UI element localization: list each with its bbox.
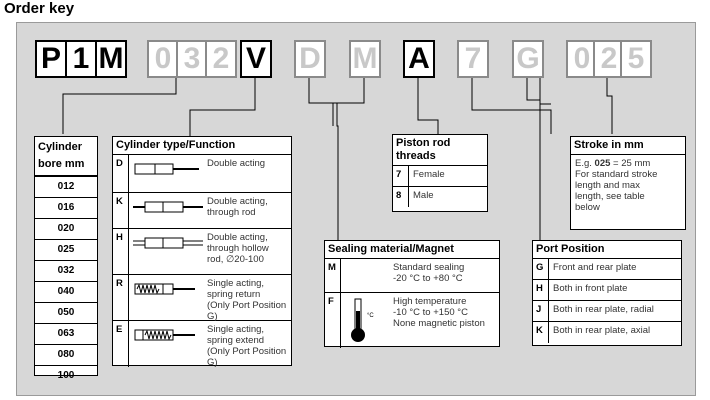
through-rod-cylinder-icon [133,201,203,213]
page-title: Order key [4,0,75,17]
code-char-box: P [35,40,67,78]
row-code: 7 [393,166,409,186]
row-desc: Single acting,spring return(Only Port Po… [207,278,287,322]
stroke-header: Stroke in mm [571,137,685,155]
row-code: J [533,301,549,321]
code-char-box: D [294,40,326,78]
row-desc: Both in rear plate, radial [553,304,654,315]
cylinder-type-header: Cylinder type/Function [113,137,291,155]
row-code: K [113,193,129,228]
stroke-box: Stroke in mm E.g. 025 = 25 mm For standa… [570,136,686,230]
row-code: 8 [393,187,409,207]
bore-size-cell: 080 [35,345,97,366]
bore-size-cell: 012 [35,177,97,198]
port-position-header: Port Position [533,241,681,259]
row-code: M [325,259,341,292]
spring-extend-cylinder-icon [134,329,195,341]
code-char-box: 2 [593,40,625,78]
bore-size-cell: 100 [57,370,75,381]
thermometer-unit: °C [367,313,374,319]
port-position-table: Port Position G Front and rear plate H B… [532,240,682,346]
row-desc: Single acting,spring extend(Only Port Po… [207,324,287,368]
row-desc: Front and rear plate [553,262,637,273]
row-code: K [533,322,549,343]
row-code: F [325,293,341,348]
sealing-row: M Standard sealing-20 °C to +80 °C [325,259,499,293]
code-char-box: 1 [65,40,97,78]
cylinder-type-row: D Double acting [113,155,291,193]
bore-size-cell: 032 [35,261,97,282]
hollow-rod-cylinder-icon [133,237,203,249]
piston-rod-row: 7 Female [393,166,487,187]
bore-size-cell: 040 [35,282,97,303]
cylinder-type-row: K Double acting,through rod [113,193,291,229]
port-position-row: K Both in rear plate, axial [533,322,681,343]
row-desc: Both in rear plate, axial [553,325,651,336]
code-char-box: V [240,40,272,78]
row-desc: Both in front plate [553,283,628,294]
row-code: H [113,229,129,274]
double-acting-cylinder-icon [134,163,199,175]
code-char-box: M [95,40,127,78]
row-desc: Double acting,through rod [207,196,268,218]
row-code: G [533,259,549,279]
code-char-box: 2 [205,40,237,78]
code-char-box: A [403,40,435,78]
cylinder-type-row: E Single acting,spring extend(Only Port … [113,321,291,368]
bore-size-cell: 016 [35,198,97,219]
row-code: E [113,321,129,367]
sealing-header: Sealing material/Magnet [325,241,499,259]
stroke-desc: E.g. 025 = 25 mm For standard stroke len… [575,158,658,213]
spring-return-cylinder-icon [134,283,195,295]
row-desc: Male [413,190,434,201]
port-position-row: J Both in rear plate, radial [533,301,681,322]
row-code: H [533,280,549,300]
row-code: D [113,155,129,192]
piston-rod-row: 8 Male [393,187,487,207]
bore-size-cell: 050 [35,303,97,324]
cylinder-type-table: Cylinder type/Function D Double acting K… [112,136,292,368]
cylinder-type-row: R Single acting,spring return(Only Port … [113,275,291,322]
code-char-box: M [349,40,381,78]
port-position-row: G Front and rear plate [533,259,681,280]
row-desc: Standard sealing-20 °C to +80 °C [393,262,465,284]
bore-size-cell: 025 [35,240,97,261]
port-position-row: H Both in front plate [533,280,681,301]
code-char-box: G [512,40,544,78]
bore-size-cell: 020 [35,219,97,240]
row-desc: Female [413,169,445,180]
sealing-table: Sealing material/Magnet M Standard seali… [324,240,500,348]
row-desc: Double acting [207,158,266,169]
bore-size-cell: 063 [35,324,97,345]
row-code: R [113,275,129,320]
thermometer-icon [351,298,365,342]
code-char-box: 5 [620,40,652,78]
code-char-box: 7 [457,40,489,78]
